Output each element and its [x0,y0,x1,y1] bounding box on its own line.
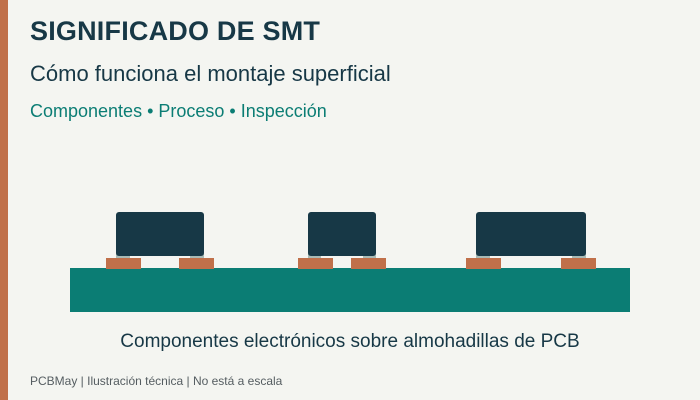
smd-component-2 [298,212,386,269]
component-body [476,212,586,256]
smd-component-3 [466,212,596,269]
solder-pad-right [351,258,386,269]
solder-pad-left [298,258,333,269]
footer-credit: PCBMay | Ilustración técnica | No está a… [30,374,283,388]
component-body [116,212,204,256]
page-subtitle: Cómo funciona el montaje superficial [30,61,391,86]
smd-component-1 [106,212,214,269]
solder-pad-right [561,258,596,269]
left-accent-bar [0,0,8,400]
illustration-caption: Componentes electrónicos sobre almohadil… [120,331,580,352]
component-body [308,212,376,256]
solder-pad-right [179,258,214,269]
solder-pad-left [106,258,141,269]
topics-tagline: Componentes • Proceso • Inspección [30,101,327,121]
pcb-board [70,268,630,312]
solder-pad-left [466,258,501,269]
page-title: SIGNIFICADO DE SMT [30,16,321,46]
